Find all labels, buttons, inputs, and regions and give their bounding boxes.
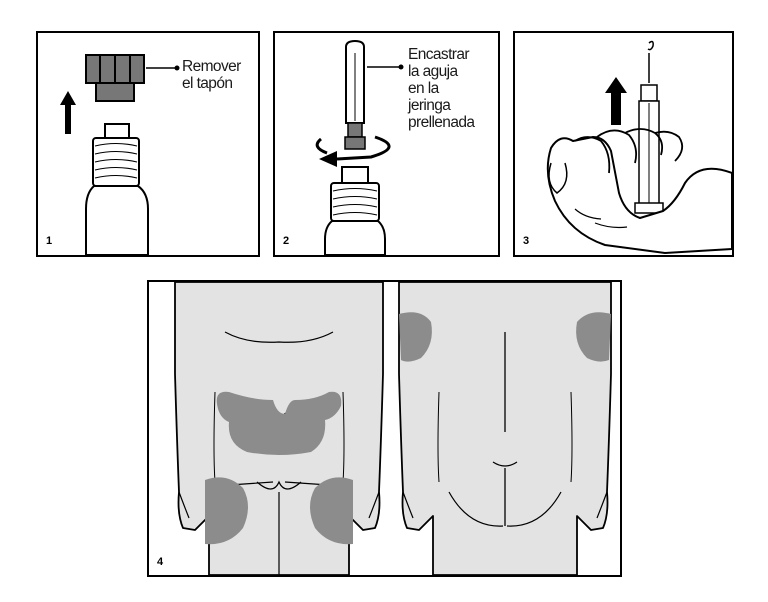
instruction-line: en la (408, 80, 439, 97)
step-1-illustration (60, 54, 180, 255)
step-number: 2 (283, 235, 290, 247)
instruction-line: jeringa (408, 97, 451, 114)
step-2-panel: 2 Encastrar la aguja en la jeringa prell… (273, 31, 500, 257)
step-1-panel: 1 Remover el tapón (36, 31, 260, 257)
instruction-line: el tapón (182, 75, 233, 92)
step-number: 3 (523, 235, 530, 247)
step-2-illustration (315, 39, 404, 255)
step-3-illustration (546, 40, 732, 254)
abdomen-injection-zone (216, 391, 342, 455)
left-arm-injection-zone (399, 312, 432, 362)
right-thigh-injection-zone (310, 477, 353, 545)
step-number: 1 (46, 235, 53, 247)
rotate-arrow-icon (315, 135, 391, 167)
right-arm-injection-zone (576, 312, 611, 362)
needle-icon (344, 39, 366, 150)
instruction-line: prellenada (408, 114, 475, 131)
instruction-line: Encastrar (408, 46, 470, 63)
up-arrow-icon (605, 77, 627, 125)
step-1-instruction: Remover el tapón (182, 58, 241, 92)
back-body-icon (398, 282, 612, 575)
step-2-instruction: Encastrar la aguja en la jeringa prellen… (408, 46, 475, 131)
step-4-panel: 4 (147, 280, 622, 577)
syringe-tip-icon (324, 166, 386, 255)
syringe-tip-icon (85, 123, 149, 255)
step-3-panel: 3 (513, 31, 734, 257)
cap-icon (85, 54, 145, 102)
injection-sites-illustration (174, 282, 612, 575)
hand-icon (546, 128, 732, 254)
left-thigh-injection-zone (205, 477, 248, 545)
instruction-line: Remover (182, 58, 241, 75)
instruction-line: la aguja (408, 63, 458, 80)
up-arrow-icon (60, 91, 76, 134)
step-number: 4 (157, 556, 164, 568)
syringe-icon (634, 40, 664, 214)
